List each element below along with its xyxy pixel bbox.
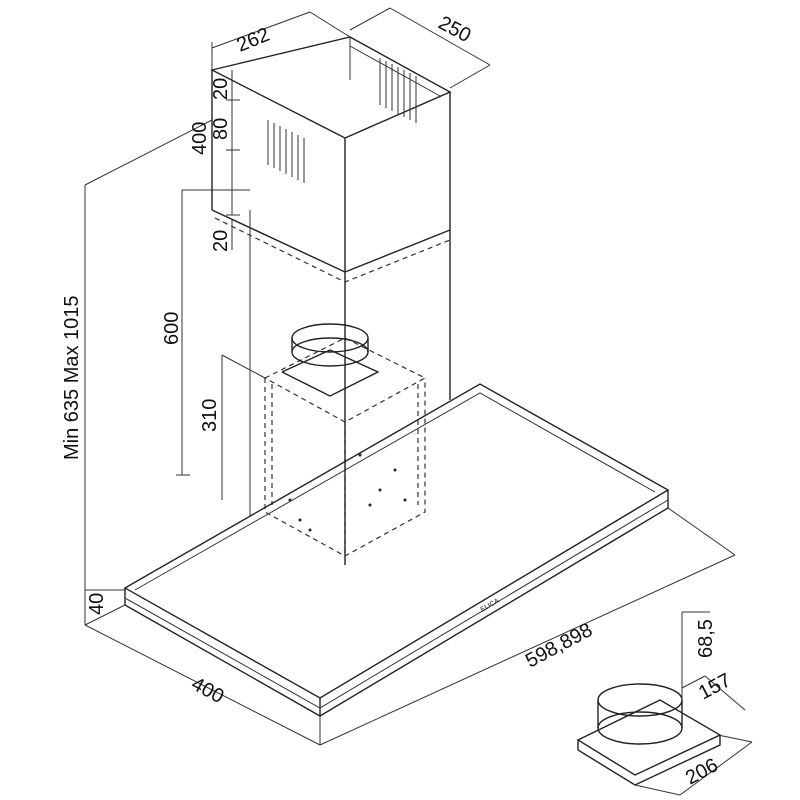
brand-logo: ELICA <box>480 597 501 613</box>
dim-canopy-width: 598,898 <box>522 619 596 672</box>
canopy: ELICA <box>123 383 670 718</box>
dim-chimney-depth: 262 <box>234 24 273 57</box>
dim-canopy-thickness: 40 <box>86 593 108 615</box>
dim-motor-height: 310 <box>199 399 221 432</box>
dim-vent-height: 80 <box>210 118 232 140</box>
dim-lower-offset: 20 <box>210 230 232 252</box>
dim-collar-depth: 157 <box>695 669 735 704</box>
dim-collar-height: 68,5 <box>695 619 717 658</box>
dim-upper-chimney-height: 400 <box>189 122 211 155</box>
lower-chimney <box>249 210 451 565</box>
dim-chimney-width: 250 <box>435 12 475 47</box>
dim-canopy-depth: 400 <box>188 673 228 708</box>
dim-lower-chimney-height: 600 <box>161 312 183 345</box>
dim-top-offset: 20 <box>210 78 232 100</box>
dim-total-height: Min 635 Max 1015 <box>61 295 83 460</box>
collar-detail <box>576 611 753 796</box>
chimney-vent-right <box>379 58 417 123</box>
upper-chimney <box>209 36 452 290</box>
chimney-vent-left <box>267 120 305 183</box>
dimension-lines <box>84 7 736 746</box>
